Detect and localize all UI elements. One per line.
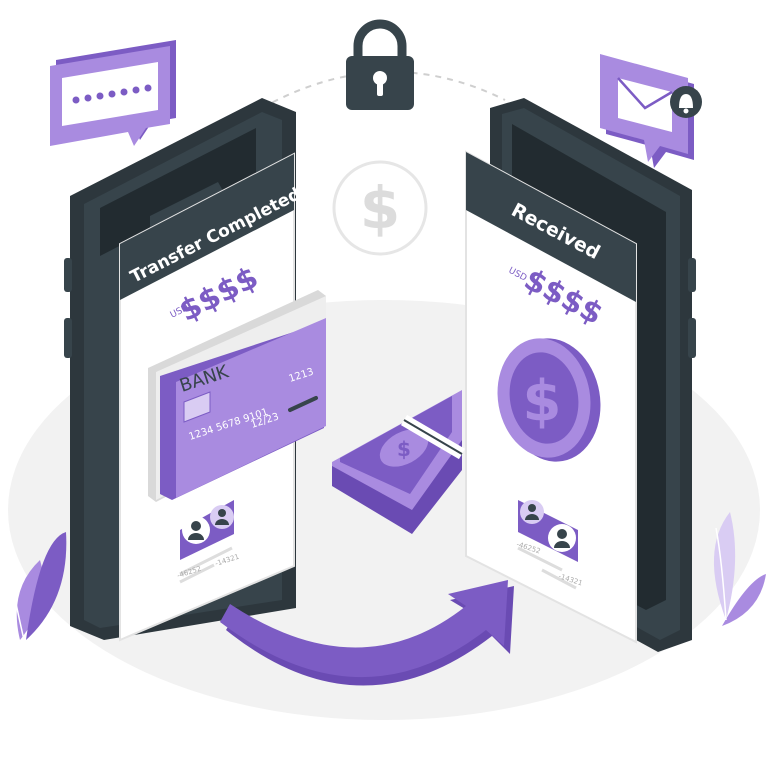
- password-bubble-icon: [50, 40, 176, 146]
- user-toggle-icon: [518, 500, 578, 562]
- transfer-arrow-icon: [220, 580, 514, 686]
- cash-stack-icon: $: [332, 390, 466, 534]
- mail-notification-icon: [600, 54, 694, 168]
- coin-icon: $: [497, 338, 601, 462]
- dollar-circle-icon: $: [332, 160, 428, 256]
- bell-icon: [670, 86, 702, 118]
- user-toggle-icon: [180, 500, 234, 560]
- plant-icon: [713, 512, 766, 626]
- lock-icon: [346, 19, 414, 110]
- svg-text:$: $: [523, 369, 562, 434]
- connection-dashes: [261, 70, 506, 109]
- bank-card-icon: BANK 1213 1234 5678 9101 12/23: [148, 290, 326, 502]
- receiver-screen: Received USD $$$$ $ -46252 -14321: [465, 150, 637, 644]
- svg-text:$: $: [360, 174, 400, 242]
- svg-text:$: $: [397, 437, 411, 461]
- plant-icon: [9, 532, 67, 641]
